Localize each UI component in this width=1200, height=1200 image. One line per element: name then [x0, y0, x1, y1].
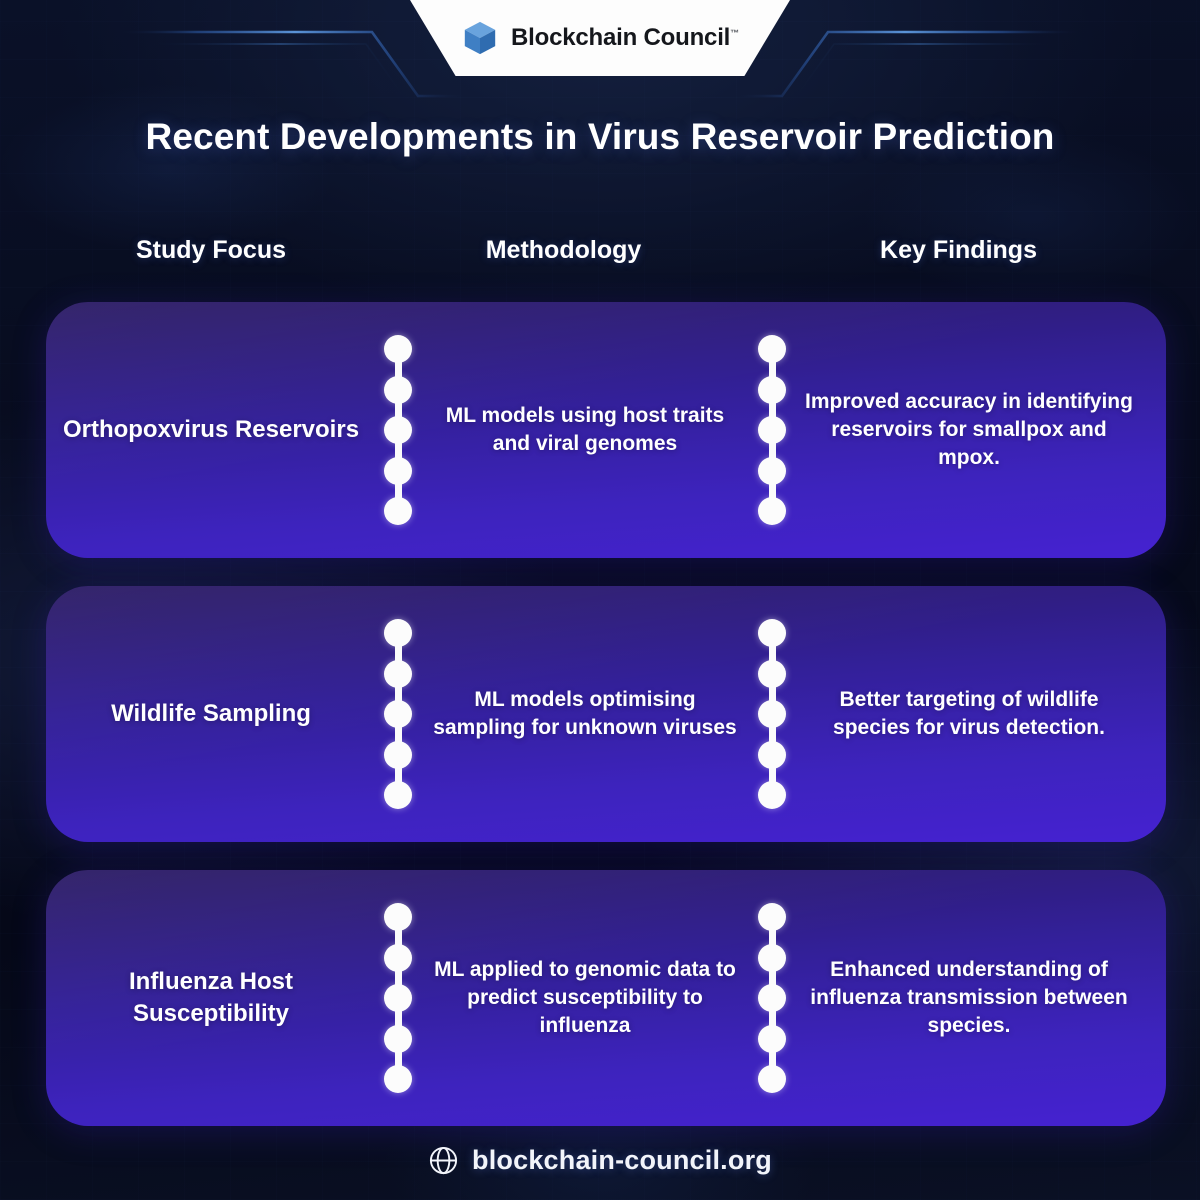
blue-cube-icon: [464, 21, 496, 55]
brand-notch: Blockchain Council™: [410, 0, 790, 76]
chain-bead-icon: [758, 1065, 786, 1093]
table-row: Wildlife Sampling ML models optimising s…: [46, 586, 1166, 842]
row-methodology: ML applied to genomic data to predict su…: [434, 958, 736, 1037]
chain-bead-icon: [384, 943, 412, 972]
chain-bead-icon: [384, 497, 412, 525]
row-key-findings: Better targeting of wildlife species for…: [833, 688, 1105, 739]
header-glow-lines: [120, 30, 1080, 109]
row-key-findings: Improved accuracy in identifying reservo…: [805, 390, 1133, 469]
chain-bead-icon: [758, 619, 786, 647]
chain-bead-icon: [758, 659, 786, 688]
chain-bead-icon: [758, 375, 786, 404]
brand-name-text: Blockchain Council: [511, 24, 731, 51]
column-header-methodology: Methodology: [485, 236, 642, 264]
globe-icon: [429, 1146, 458, 1175]
bead-chain-connector: [750, 335, 794, 525]
bead-chain-connector: [750, 619, 794, 809]
chain-bead-icon: [384, 984, 412, 1012]
chain-bead-icon: [758, 700, 786, 728]
chain-bead-icon: [384, 903, 412, 931]
chain-bead-icon: [758, 984, 786, 1012]
chain-bead-icon: [758, 903, 786, 931]
bead-chain-connector: [376, 903, 420, 1093]
brand-name: Blockchain Council™: [511, 24, 739, 52]
row-study-focus: Orthopoxvirus Reservoirs: [62, 416, 360, 444]
table-row: Orthopoxvirus Reservoirs ML models using…: [46, 302, 1166, 558]
bead-chain-connector: [376, 335, 420, 525]
footer: blockchain-council.org: [0, 1145, 1200, 1176]
chain-bead-icon: [758, 456, 786, 485]
rows-container: Orthopoxvirus Reservoirs ML models using…: [46, 302, 1166, 1154]
chain-bead-icon: [384, 781, 412, 809]
column-headers: Study Focus Methodology Key Findings: [46, 236, 1166, 278]
chain-bead-icon: [384, 335, 412, 363]
chain-bead-icon: [384, 659, 412, 688]
bead-chain-connector: [750, 903, 794, 1093]
chain-bead-icon: [384, 1065, 412, 1093]
column-header-key-findings: Key Findings: [880, 236, 1037, 264]
chain-bead-icon: [758, 416, 786, 444]
chain-bead-icon: [758, 781, 786, 809]
page-title: Recent Developments in Virus Reservoir P…: [145, 116, 1055, 157]
table-row: Influenza Host Susceptibility ML applied…: [46, 870, 1166, 1126]
row-methodology: ML models using host traits and viral ge…: [445, 404, 725, 455]
chain-bead-icon: [758, 335, 786, 363]
chain-bead-icon: [758, 740, 786, 769]
bead-chain-connector: [376, 619, 420, 809]
chain-bead-icon: [384, 456, 412, 485]
row-key-findings: Enhanced understanding of influenza tran…: [810, 958, 1128, 1037]
chain-bead-icon: [758, 497, 786, 525]
chain-bead-icon: [384, 700, 412, 728]
chain-bead-icon: [758, 1024, 786, 1053]
chain-bead-icon: [384, 1024, 412, 1053]
chain-bead-icon: [384, 416, 412, 444]
row-methodology: ML models optimising sampling for unknow…: [433, 688, 737, 739]
chain-bead-icon: [384, 619, 412, 647]
header: Blockchain Council™: [0, 0, 1200, 109]
footer-url[interactable]: blockchain-council.org: [472, 1145, 772, 1175]
chain-bead-icon: [384, 740, 412, 769]
trademark-symbol: ™: [730, 28, 739, 38]
chain-bead-icon: [758, 943, 786, 972]
row-study-focus: Wildlife Sampling: [111, 700, 311, 728]
chain-bead-icon: [384, 375, 412, 404]
row-study-focus: Influenza Host Susceptibility: [128, 968, 293, 1027]
column-header-study-focus: Study Focus: [135, 236, 286, 264]
